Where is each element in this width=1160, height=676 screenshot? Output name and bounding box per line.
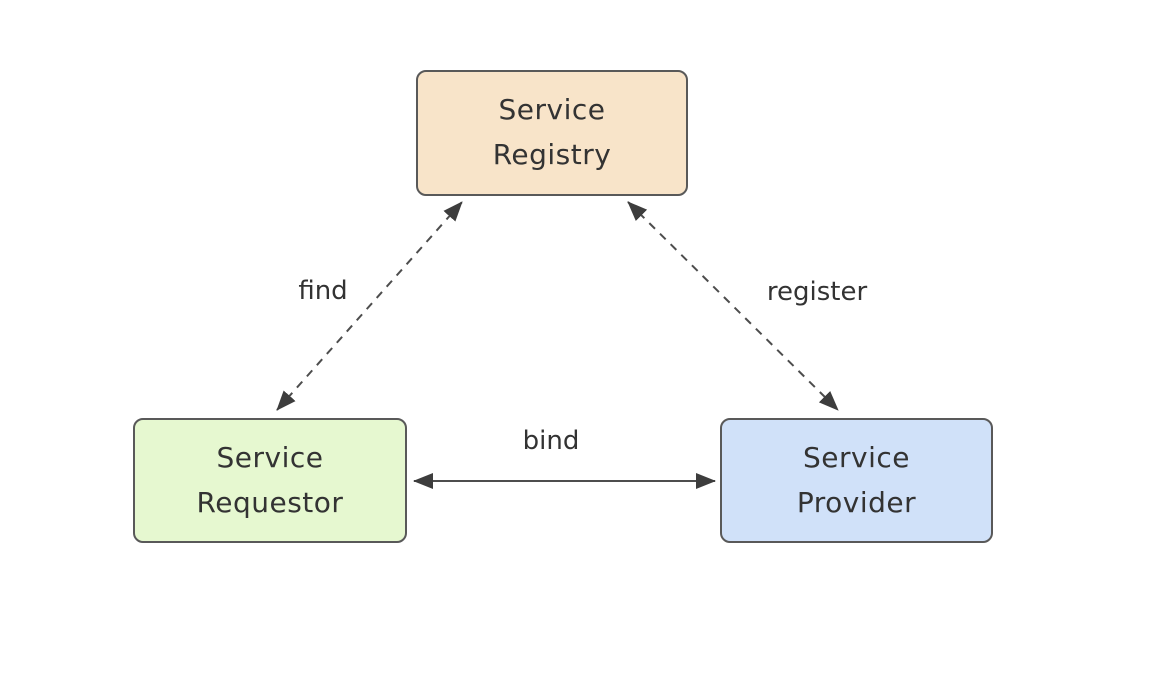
node-label-line: Service bbox=[803, 440, 910, 474]
edge-label-bind: bind bbox=[518, 426, 584, 456]
node-label-line: Registry bbox=[492, 138, 612, 171]
node-service-provider: Service Provider bbox=[720, 418, 993, 543]
edge-label-find: find bbox=[294, 276, 352, 306]
node-service-requestor: Service Requestor bbox=[133, 418, 407, 543]
node-label-line: Service bbox=[216, 440, 324, 474]
edge-find-arrow bbox=[276, 201, 463, 411]
edge-label-register: register bbox=[762, 277, 872, 307]
node-service-registry: Service Registry bbox=[416, 70, 688, 196]
node-label-line: Requestor bbox=[196, 485, 344, 519]
node-label-line: Service bbox=[498, 93, 606, 127]
edge-register-arrow bbox=[627, 201, 839, 411]
node-label-line: Provider bbox=[796, 485, 917, 519]
